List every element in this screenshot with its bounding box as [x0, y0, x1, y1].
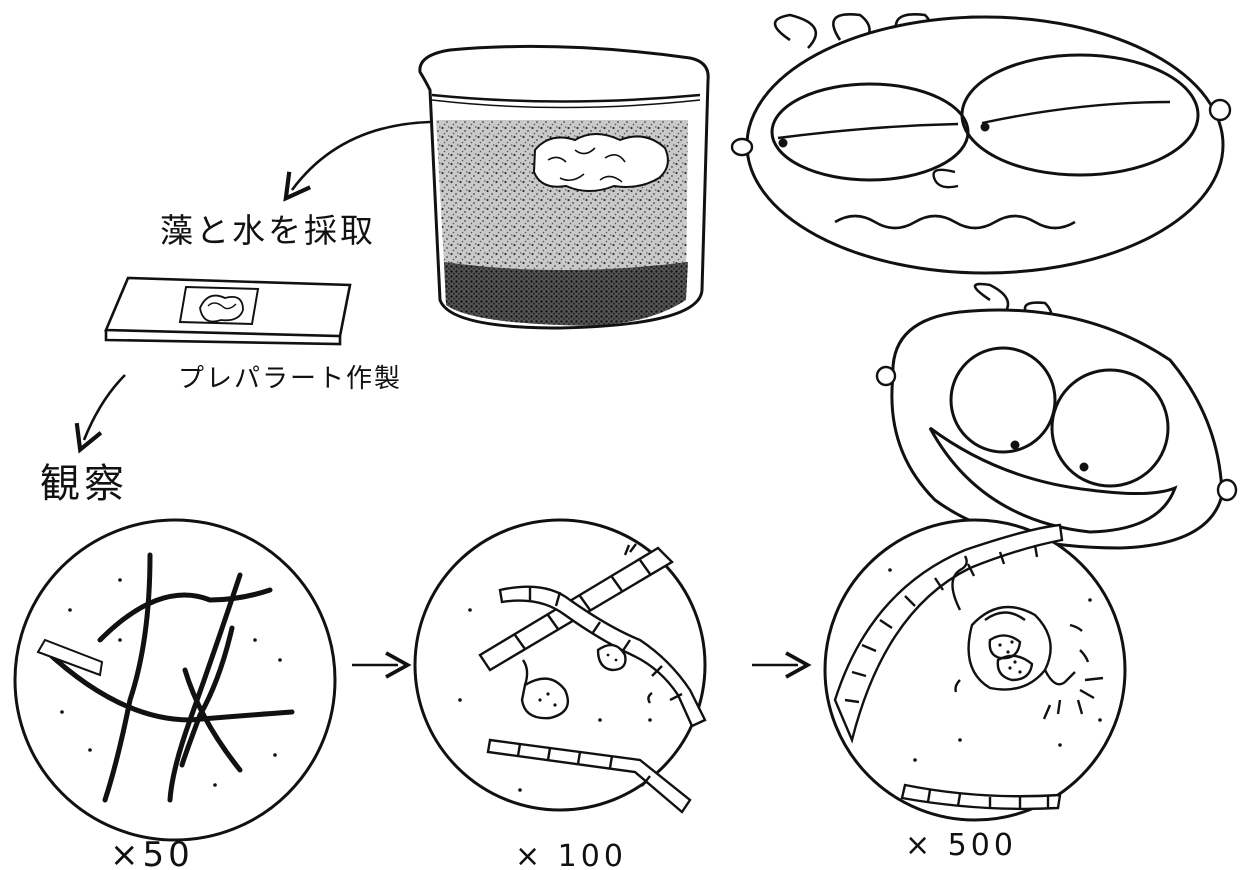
magnification-x50: ×50: [110, 835, 194, 870]
spore-cell: [967, 605, 1052, 691]
magnification-x100: × 100: [515, 839, 627, 870]
happy-face: [875, 282, 1238, 550]
step-slide-label: プレパラート作製: [178, 364, 402, 394]
face-outline: [745, 15, 1225, 275]
right-eye: [1050, 368, 1170, 488]
beaker: [418, 44, 710, 330]
worried-face: [730, 12, 1232, 275]
view-circle-x100: [413, 518, 707, 814]
step-collect-label: 藻と水を採取: [160, 211, 376, 250]
beaker-outline: [418, 44, 710, 330]
right-eye: [960, 53, 1200, 177]
view-circle-x500: [823, 518, 1127, 822]
right-ear: [1216, 478, 1238, 502]
left-eye: [949, 346, 1057, 454]
left-ear: [730, 137, 754, 157]
big-smile: [928, 426, 1178, 534]
cover-slip: [178, 285, 260, 326]
view-circle-x50: [13, 518, 337, 842]
algae-clump: [532, 133, 669, 192]
arrow-to-collect: [283, 120, 431, 202]
step-observe-label: 観察: [40, 461, 128, 507]
cell-bulb: [520, 677, 570, 720]
beaker-sediment: [444, 262, 688, 326]
left-ear: [875, 365, 897, 387]
arrow-to-observe: [74, 374, 126, 454]
right-ear: [1208, 98, 1232, 122]
magnification-x500: × 500: [905, 828, 1017, 863]
cell-bulb-2: [596, 643, 627, 672]
microscope-slide: [104, 276, 352, 346]
wavy-mouth: [834, 214, 1076, 230]
nose: [932, 168, 959, 189]
sample-on-slide: [199, 294, 244, 323]
